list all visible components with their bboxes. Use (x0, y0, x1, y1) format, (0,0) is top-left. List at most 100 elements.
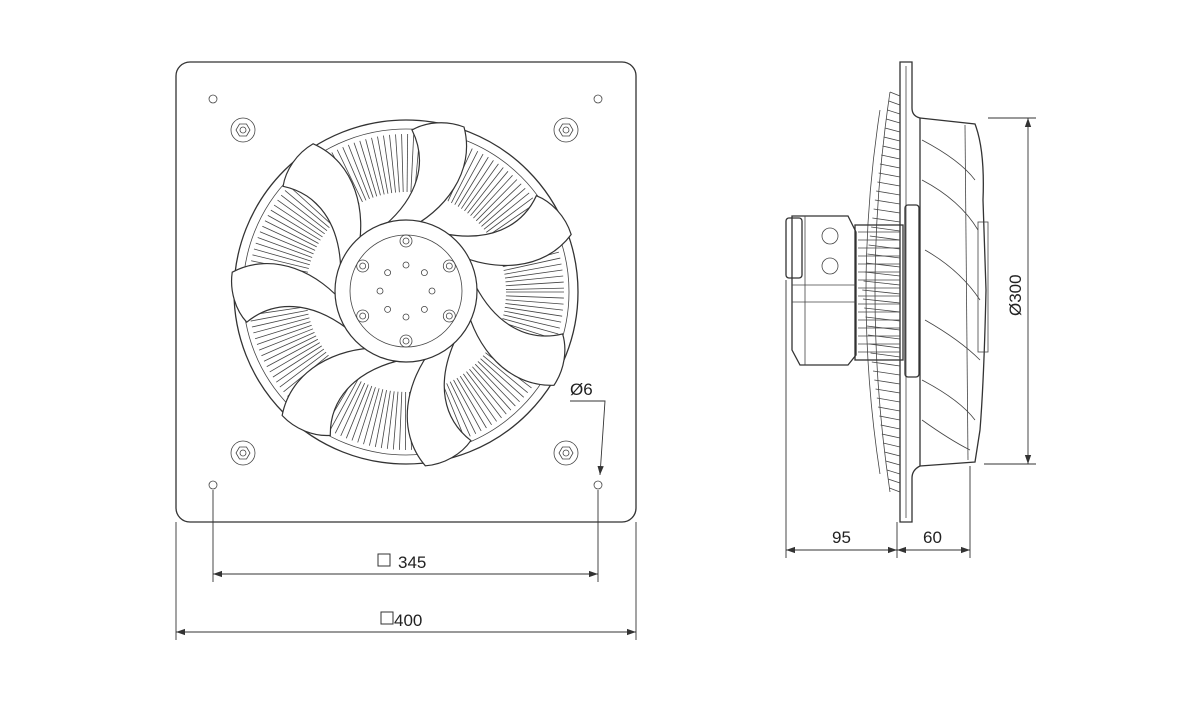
grill-rib (469, 369, 507, 415)
grill-rib (261, 331, 315, 357)
hole-diameter-label: Ø6 (570, 380, 593, 399)
grill-rib (288, 185, 333, 226)
grill-rib (392, 391, 399, 450)
grill-rib (277, 199, 325, 235)
hub-bolt (442, 309, 456, 323)
guard-wire (879, 163, 901, 169)
grill-rib (340, 382, 366, 437)
motor-depth-label: 95 (832, 528, 851, 547)
mounting-hole-bottom-right (593, 480, 603, 490)
grill-rib (503, 314, 560, 329)
grill-rib (486, 197, 534, 233)
grill-rib (273, 204, 323, 238)
hub-hole (384, 305, 392, 313)
grill-rib (253, 248, 310, 266)
grill-rib (466, 371, 502, 419)
grill-rib (481, 188, 526, 227)
mounting-hole-top-left (208, 94, 218, 104)
grill-rib (406, 134, 409, 193)
guard-wire (869, 343, 901, 349)
grill-rib (267, 215, 319, 244)
guard-wire (877, 181, 901, 187)
grill-rib (504, 306, 563, 317)
guard-wire (883, 442, 901, 448)
grill-rib (461, 160, 494, 209)
mounting-hole-bottom-left (208, 480, 218, 490)
grill-rib (272, 345, 322, 378)
hub-bolts (356, 234, 456, 348)
guard-wire (888, 100, 901, 106)
grill-rib (505, 287, 564, 290)
guard-wire (881, 433, 901, 439)
guard-wire (875, 388, 901, 394)
grill-rib (347, 144, 370, 200)
impeller-blade (442, 194, 572, 267)
guard-wire (889, 487, 901, 493)
motor-fins (854, 224, 904, 361)
motor-fin-lines (858, 231, 900, 353)
guard-wire (874, 379, 901, 385)
grill-rib (270, 209, 321, 241)
grill-rib (363, 388, 380, 445)
impeller-side-profile (919, 117, 987, 467)
grill-rib (482, 355, 528, 394)
nut-top-left (230, 117, 256, 143)
guard-wire (885, 460, 901, 466)
grill-rib (505, 299, 564, 305)
hub-hole (402, 261, 410, 269)
outer-square-label: 400 (394, 611, 422, 630)
guard-wire (883, 136, 901, 142)
hub-bolt (356, 259, 370, 273)
guard-wire (888, 478, 901, 484)
mounting-hole-top-right (593, 94, 603, 104)
hub-outer (334, 219, 478, 363)
guard-wire (863, 280, 901, 286)
guard-wire (878, 406, 901, 412)
grill-rib (257, 237, 313, 258)
grill-rib (386, 391, 395, 449)
impeller-depth-label: 60 (923, 528, 942, 547)
grill-rib (377, 136, 389, 194)
grill-rib (504, 310, 562, 323)
terminal-box (785, 217, 803, 279)
impeller-blade (465, 283, 566, 386)
cable-gland-bottom (821, 257, 839, 275)
grill-rib (410, 134, 415, 193)
square-symbol-345 (377, 553, 391, 567)
grill-rib (454, 153, 484, 205)
impeller-blade (281, 347, 399, 437)
grill-rib (505, 275, 564, 283)
grill-rib (336, 149, 363, 203)
grill-rib (505, 295, 564, 299)
grill-rib (353, 142, 374, 198)
guard-wire (871, 361, 901, 367)
grill-rib (504, 269, 563, 279)
grill-rib (253, 317, 310, 334)
grill-rib (401, 134, 404, 193)
grill-rib (453, 379, 482, 432)
hole-pitch-label: 345 (398, 553, 426, 572)
grill-rib (258, 328, 314, 351)
guard-wire (879, 415, 901, 421)
guard-wire (878, 172, 901, 178)
impeller-blade (382, 122, 468, 231)
grill-rib (255, 242, 312, 262)
grill-rib (398, 391, 403, 450)
guard-wire (880, 424, 901, 430)
grill-rib (279, 351, 327, 388)
grill-rib (474, 363, 516, 407)
grill-rib (365, 139, 381, 196)
hub-bolt (399, 334, 413, 348)
grill-rib (446, 383, 471, 437)
hub-bolt (356, 309, 370, 323)
grill-rib (252, 254, 309, 269)
front-dimensions: 345 400 (175, 490, 637, 640)
guard-wire (886, 118, 901, 124)
grill-rib (475, 179, 518, 222)
grill-rib (477, 361, 520, 403)
grill-rib (276, 348, 325, 383)
impeller-blade (282, 143, 362, 270)
grill-rib (329, 379, 359, 431)
grill-rib (284, 190, 330, 229)
grill-rib (374, 390, 387, 448)
